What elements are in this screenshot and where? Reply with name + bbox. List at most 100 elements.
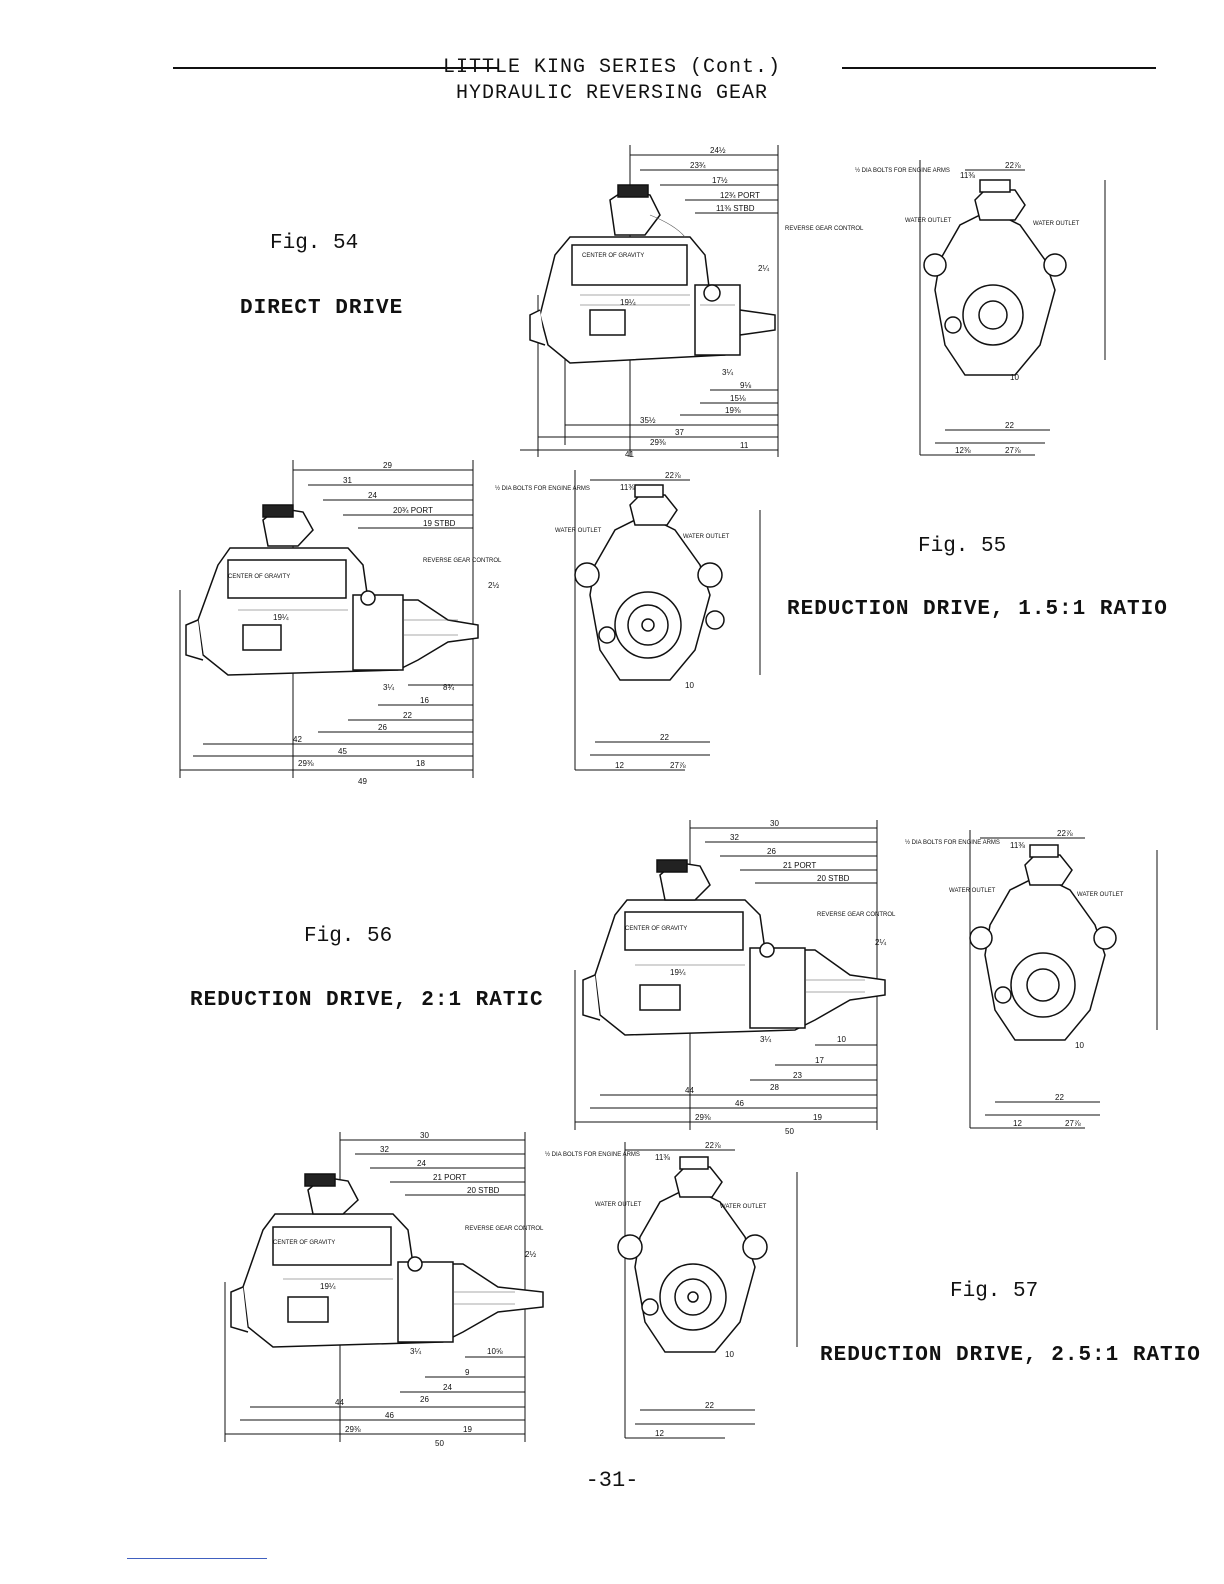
fig54-dim-11: 11 [740,441,749,450]
fig54-dim-23-3-4: 23¾ [690,161,706,170]
fig57-dim-2-1-2: 2½ [525,1250,536,1259]
fig57-note-reverse: REVERSE GEAR CONTROL [465,1226,544,1232]
fig-55-end-view: 22⅞ 11⅜ 12 27⅞ 22 10 ½ DIA BOLTS FOR ENG… [495,470,761,771]
fig55-dim-26: 26 [378,723,387,732]
fig57-note-cg: CENTER OF GRAVITY [273,1240,335,1246]
fig54-end-note-bolts: ½ DIA BOLTS FOR ENGINE ARMS [855,167,950,174]
fig56-dim-44: 44 [685,1086,694,1095]
fig55-end-note-outlet-r: WATER OUTLET [683,534,730,540]
header-rule-right [842,67,1156,69]
fig57-end-dim-22: 22 [705,1401,714,1410]
fig56-note-reverse: REVERSE GEAR CONTROL [817,912,896,918]
fig54-note-reverse: REVERSE GEAR CONTROL [785,226,864,232]
fig57-dim-19: 19 [463,1425,472,1434]
footer-rule [127,1558,267,1559]
fig56-note-cg: CENTER OF GRAVITY [625,926,687,932]
fig54-end-note-outlet-l: WATER OUTLET [905,218,952,224]
fig55-dim-19-1-4: 19¼ [273,613,289,622]
fig-56-caption: REDUCTION DRIVE, 2:1 RATIC [190,989,544,1012]
fig57-end-note-outlet-l: WATER OUTLET [595,1202,642,1208]
fig56-dim-10: 10 [837,1035,846,1044]
fig56-dim-23: 23 [793,1071,802,1080]
fig55-dim-3-1-4: 3¼ [383,683,394,692]
fig55-dim-49: 49 [358,777,367,786]
fig-55-side-view: 29 31 24 20¾ PORT 19 STBD 2½ 19¼ 3¼ 8¾ 1… [179,460,502,786]
fig55-note-reverse: REVERSE GEAR CONTROL [423,558,502,564]
fig57-dim-32: 32 [380,1145,389,1154]
fig54-end-dim-22: 22 [1005,421,1014,430]
fig57-end-dim-11-3-8: 11⅜ [655,1153,670,1162]
fig57-end-dim-12: 12 [655,1429,664,1438]
fig55-end-dim-22: 22 [660,733,669,742]
fig54-dim-17-1-2: 17½ [712,176,728,185]
fig57-end-note-outlet-r: WATER OUTLET [720,1204,767,1210]
page-number: -31- [585,1468,639,1493]
fig55-dim-42: 42 [293,735,302,744]
fig54-dim-3-1-4: 3¼ [722,368,733,377]
fig56-dim-19-1-4: 19¼ [670,968,686,977]
fig54-dim-stbd: 11⅜ STBD [716,204,755,213]
fig55-note-cg: CENTER OF GRAVITY [228,574,290,580]
fig54-end-dim-11-3-8: 11⅜ [960,171,975,180]
fig54-dim-24-1-2: 24½ [710,146,726,155]
fig57-end-dim-10: 10 [725,1350,734,1359]
fig54-dim-29-3-8: 29⅜ [650,438,666,447]
fig54-end-dim-10: 10 [1010,373,1019,382]
fig55-dim-2-1-2: 2½ [488,581,499,590]
fig-54-label: Fig. 54 [270,232,359,255]
fig-54-caption: DIRECT DRIVE [240,297,404,320]
fig54-dim-9-1-8: 9⅛ [740,381,751,390]
fig56-end-note-outlet-r: WATER OUTLET [1077,892,1124,898]
fig55-end-dim-27-7-8: 27⅞ [670,761,686,770]
fig55-dim-24: 24 [368,491,377,500]
fig56-dim-32: 32 [730,833,739,842]
fig55-dim-18: 18 [416,759,425,768]
fig55-dim-16: 16 [420,696,429,705]
page-title: LITTLE KING SERIES (Cont.) [442,56,782,79]
fig54-dim-2-1-4: 2¼ [758,264,769,273]
fig55-end-dim-12: 12 [615,761,624,770]
fig57-dim-44: 44 [335,1398,344,1407]
fig54-dim-19-1-4: 19¼ [620,298,636,307]
fig54-end-dim-22-7-8: 22⅞ [1005,161,1021,170]
fig55-dim-port: 20¾ PORT [393,506,433,515]
fig57-dim-19-1-4: 19¼ [320,1282,336,1291]
fig55-end-note-bolts: ½ DIA BOLTS FOR ENGINE ARMS [495,485,590,492]
fig56-dim-17: 17 [815,1056,824,1065]
fig56-dim-28: 28 [770,1083,779,1092]
fig56-end-dim-22: 22 [1055,1093,1064,1102]
fig55-dim-45: 45 [338,747,347,756]
fig55-dim-29-3-8: 29⅜ [298,759,314,768]
fig56-dim-30: 30 [770,819,779,828]
fig-57-side-view: 30 32 24 21 PORT 20 STBD 2½ 19¼ 3¼ 10⅝ 9… [224,1131,544,1448]
fig56-end-dim-12: 12 [1013,1119,1022,1128]
fig54-dim-port: 12¾ PORT [720,191,760,200]
fig56-end-note-outlet-l: WATER OUTLET [949,888,996,894]
fig56-dim-19: 19 [813,1113,822,1122]
fig54-dim-19-3-8: 19⅜ [725,406,741,415]
fig55-end-note-outlet-l: WATER OUTLET [555,528,602,534]
fig-57-caption: REDUCTION DRIVE, 2.5:1 RATIO [820,1344,1201,1367]
fig-55-label: Fig. 55 [918,535,1007,558]
fig57-dim-30: 30 [420,1131,429,1140]
fig57-dim-10-5-8: 10⅝ [487,1347,503,1356]
fig56-dim-port: 21 PORT [783,861,816,870]
fig-57-end-view: 22⅞ 11⅜ 12 22 10 ½ DIA BOLTS FOR ENGINE … [545,1141,798,1439]
fig-56-label: Fig. 56 [304,925,393,948]
fig-57-label: Fig. 57 [950,1280,1039,1303]
fig54-dim-41: 41 [625,450,634,459]
fig57-dim-26: 26 [420,1395,429,1404]
fig55-dim-8-3-4: 8¾ [443,683,454,692]
fig56-dim-2-1-4: 2¼ [875,938,886,947]
fig-54-end-view: 22⅞ 11⅜ 12⅜ 27⅞ 22 10 ½ DIA BOLTS FOR EN… [855,160,1106,456]
header-rule-left [173,67,498,69]
fig56-end-dim-10: 10 [1075,1041,1084,1050]
fig55-end-dim-11-3-8: 11⅜ [620,483,635,492]
fig57-dim-port: 21 PORT [433,1173,466,1182]
fig55-end-dim-22-7-8: 22⅞ [665,471,681,480]
fig55-dim-31: 31 [343,476,352,485]
fig55-dim-stbd: 19 STBD [423,519,456,528]
fig54-dim-37: 37 [675,428,684,437]
fig56-dim-stbd: 20 STBD [817,874,850,883]
fig55-dim-22: 22 [403,711,412,720]
